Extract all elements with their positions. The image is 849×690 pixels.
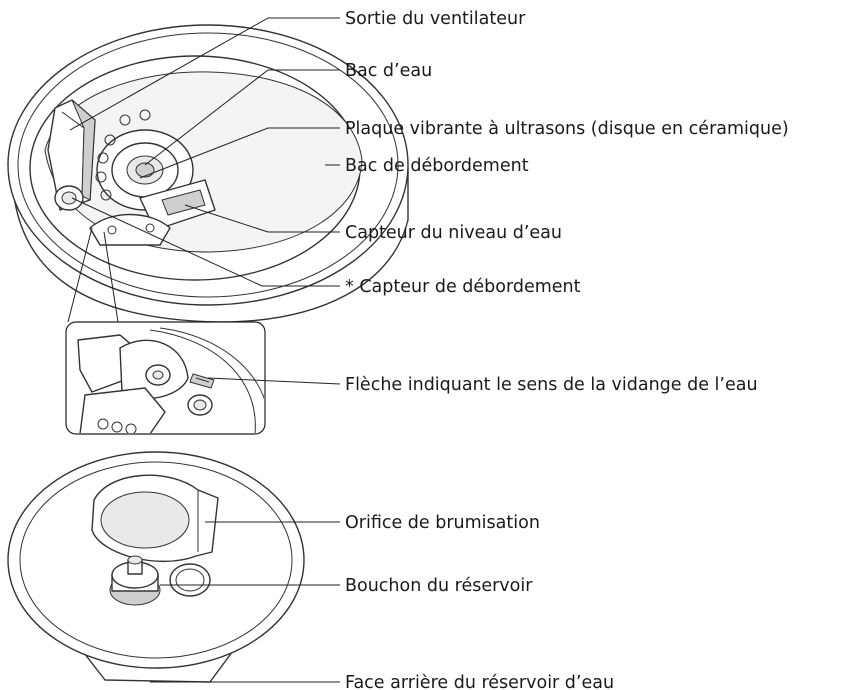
label-fan-outlet: Sortie du ventilateur xyxy=(345,9,526,29)
label-overflow-tray: Bac de débordement xyxy=(345,156,529,176)
label-tank-cap: Bouchon du réservoir xyxy=(345,576,533,596)
humidifier-base-illustration xyxy=(7,24,409,323)
leader-lines xyxy=(69,17,341,683)
water-tank-illustration xyxy=(7,451,305,683)
label-water-tray: Bac d’eau xyxy=(345,61,432,81)
label-ultrasonic-plate: Plaque vibrante à ultrasons (disque en c… xyxy=(345,119,789,139)
label-tank-back: Face arrière du réservoir d’eau xyxy=(345,673,614,690)
label-overflow-sensor: * Capteur de débordement xyxy=(345,277,581,297)
label-drain-arrow: Flèche indiquant le sens de la vidange d… xyxy=(345,375,758,395)
label-water-level-sensor: Capteur du niveau d’eau xyxy=(345,223,562,243)
drain-detail-inset xyxy=(65,321,266,435)
label-mist-outlet: Orifice de brumisation xyxy=(345,513,540,533)
